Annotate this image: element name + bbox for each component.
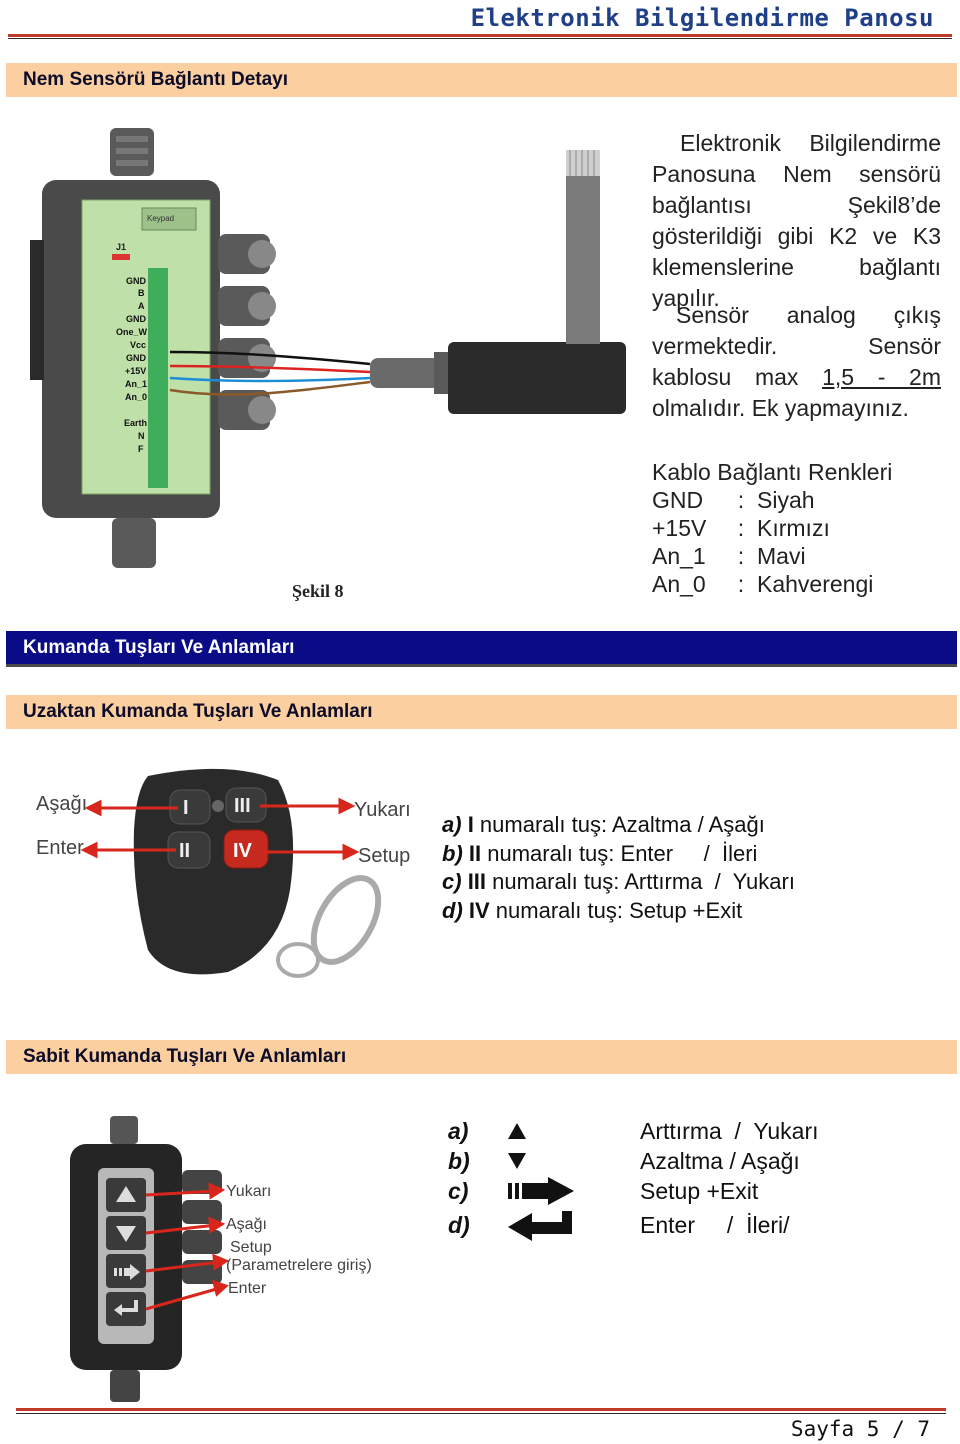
board-label-gnd-1: GND <box>126 276 147 286</box>
remote-button-iii-numeral: III <box>234 795 251 817</box>
board-label-one-w: One_W <box>116 327 148 337</box>
item-numeral: III <box>467 869 487 894</box>
remote-button-i-numeral: I <box>183 797 189 819</box>
footer-rule-thin <box>16 1413 946 1414</box>
cable-color-key: GND <box>652 487 704 513</box>
item-text: Arttırma / Yukarı <box>640 1117 819 1144</box>
section-heading-fixed: Sabit Kumanda Tuşları Ve Anlamları <box>6 1040 957 1074</box>
cable-color-value: Siyah <box>757 487 815 513</box>
cable-color-row: An_0: Kahverengi <box>652 570 942 598</box>
item-text: numaralı tuş: Enter / İleri <box>481 840 758 866</box>
cable-color-sep: : <box>737 515 745 541</box>
header-rule <box>8 34 952 37</box>
cable-color-sep: : <box>737 543 745 569</box>
item-text: Azaltma / Aşağı <box>640 1147 800 1174</box>
board-label-n: N <box>138 431 145 441</box>
remote-key-item: c) III numaralı tuş: Arttırma / Yukarı <box>442 868 942 897</box>
cable-note-end: olmalıdır. Ek yapmayınız. <box>652 395 909 421</box>
keypad-label-setup-note: (Parametrelere giriş) <box>226 1257 372 1274</box>
item-label: a) <box>442 812 462 837</box>
item-text: Enter / İleri/ <box>640 1211 790 1238</box>
keypad-label-setup: Setup <box>230 1239 272 1256</box>
item-label: d) <box>442 897 463 923</box>
board-label-earth: Earth <box>124 418 147 428</box>
item-label: c) <box>448 1177 469 1204</box>
remote-button-iv-numeral: IV <box>233 840 253 862</box>
item-numeral: I <box>467 812 474 837</box>
board-label-vcc: Vcc <box>130 340 146 350</box>
remote-key-item: d) IV numaralı tuş: Setup +Exit <box>442 897 942 926</box>
footer-rule <box>16 1408 946 1411</box>
cable-length-value: 1,5 - 2m <box>822 364 941 390</box>
keypad-label-down: Aşağı <box>226 1216 267 1233</box>
item-label: d) <box>448 1211 470 1238</box>
cable-color-key: An_0 <box>652 571 706 597</box>
remote-label-down: Aşağı <box>36 793 87 815</box>
section-heading-keys: Kumanda Tuşları Ve Anlamları <box>6 631 957 667</box>
cable-note-start: Sensör analog çıkış vermektedir. Sensör … <box>652 302 941 390</box>
page-number: Sayfa 5 / 7 <box>790 1417 930 1441</box>
item-label: c) <box>442 869 462 894</box>
cable-color-key: +15V <box>652 515 707 541</box>
figure-8-caption: Şekil 8 <box>292 581 344 601</box>
remote-key-item: b) II numaralı tuş: Enter / İleri <box>442 840 942 869</box>
item-numeral: II <box>468 840 482 866</box>
item-label: b) <box>442 840 463 866</box>
item-text: Setup +Exit <box>640 1177 759 1204</box>
cable-color-value: Mavi <box>757 543 806 569</box>
remote-button-ii-numeral: II <box>179 840 190 862</box>
fixed-key-item: a) Arttırma / Yukarı <box>448 1116 898 1146</box>
item-numeral: IV <box>468 897 490 923</box>
board-label-b: B <box>138 288 145 298</box>
cable-colors-block: Kablo Bağlantı Renkleri GND: Siyah +15V: K… <box>652 458 942 598</box>
item-text: numaralı tuş: Arttırma / Yukarı <box>486 869 795 894</box>
up-triangle-icon <box>506 1121 640 1141</box>
document-title: Elektronik Bilgilendirme Panosu <box>470 4 934 32</box>
board-label-15v: +15V <box>125 366 146 376</box>
setup-arrow-icon <box>506 1177 640 1205</box>
item-label: b) <box>448 1147 470 1174</box>
cable-color-sep: : <box>737 571 745 597</box>
fixed-key-item: b) Azaltma / Aşağı <box>448 1146 898 1176</box>
board-label-gnd-2: GND <box>126 314 147 324</box>
board-label-an0: An_0 <box>125 392 147 402</box>
remote-key-item: a) I numaralı tuş: Azaltma / Aşağı <box>442 811 942 840</box>
board-keypad-label: Keypad <box>147 214 174 223</box>
board-j1-label: J1 <box>116 242 126 252</box>
cable-color-value: Kırmızı <box>757 515 830 541</box>
cable-color-key: An_1 <box>652 543 706 569</box>
cable-color-row: GND: Siyah <box>652 486 942 514</box>
cable-color-sep: : <box>737 487 745 513</box>
humidity-sensor-wiring-figure: Keypad J1 GND B A GND One_W Vcc GND +15V… <box>30 128 626 568</box>
fixed-key-list: a) Arttırma / Yukarı b) Azaltma / Aşağı … <box>448 1116 898 1241</box>
fixed-key-item: c) Setup +Exit <box>448 1176 898 1206</box>
remote-label-setup: Setup <box>358 845 410 867</box>
fixed-keypad-figure: Yukarı Aşağı Setup (Parametrelere giriş)… <box>70 1116 372 1402</box>
remote-key-list: a) I numaralı tuş: Azaltma / Aşağı b) II… <box>442 811 942 925</box>
item-text: numaralı tuş: Setup +Exit <box>489 897 743 923</box>
fixed-key-item: d) Enter / İleri/ <box>448 1209 898 1241</box>
board-label-a: A <box>138 301 145 311</box>
keypad-label-up: Yukarı <box>226 1183 271 1200</box>
humidity-cable-paragraph: Sensör analog çıkış vermektedir. Sensör … <box>652 300 941 424</box>
down-triangle-icon <box>506 1151 640 1171</box>
remote-label-enter: Enter <box>36 837 84 859</box>
cable-color-row: An_1: Mavi <box>652 542 942 570</box>
keypad-label-enter: Enter <box>228 1280 267 1297</box>
board-label-gnd-3: GND <box>126 353 147 363</box>
remote-label-up: Yukarı <box>354 799 411 821</box>
item-label: a) <box>448 1117 469 1144</box>
board-label-f: F <box>138 444 144 454</box>
section-heading-humidity: Nem Sensörü Bağlantı Detayı <box>6 63 957 97</box>
cable-color-value: Kahverengi <box>757 571 874 597</box>
board-label-an1: An_1 <box>125 379 147 389</box>
cable-colors-title: Kablo Bağlantı Renkleri <box>652 459 893 485</box>
header-rule-thin <box>8 38 952 39</box>
cable-color-row: +15V: Kırmızı <box>652 514 942 542</box>
remote-control-figure: I III II IV Aşağı Enter Yukarı Setup <box>36 768 411 978</box>
section-heading-remote: Uzaktan Kumanda Tuşları Ve Anlamları <box>6 695 957 729</box>
humidity-intro-paragraph: Elektronik Bilgilendirme Panosuna Nem se… <box>652 130 941 311</box>
item-text: numaralı tuş: Azaltma / Aşağı <box>473 812 765 837</box>
enter-arrow-icon <box>506 1209 640 1241</box>
